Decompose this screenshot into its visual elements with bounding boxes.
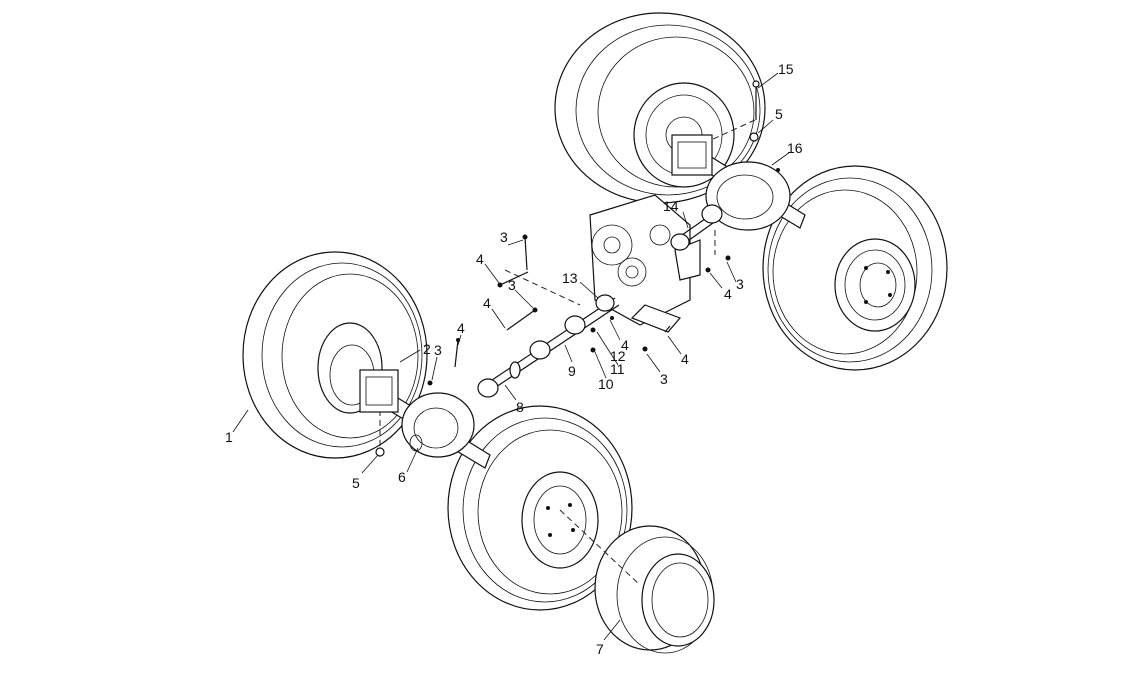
callout-11: 11 — [610, 361, 625, 377]
rear-driveshaft — [477, 294, 620, 398]
leader-lines — [232, 72, 791, 641]
wheel-bottom — [447, 405, 633, 611]
callout-4: 4 — [681, 351, 689, 367]
callout-6: 6 — [398, 469, 406, 485]
callout-4: 4 — [476, 251, 484, 267]
callout-7: 7 — [596, 641, 604, 657]
callout-15: 15 — [778, 61, 794, 77]
callout-4: 4 — [457, 320, 465, 336]
callout-4: 4 — [724, 286, 732, 302]
wheel-right — [762, 165, 948, 371]
callout-3: 3 — [736, 276, 744, 292]
front-driveshaft — [670, 204, 723, 251]
callout-1: 1 — [225, 429, 233, 445]
callout-3: 3 — [500, 229, 508, 245]
callout-10: 10 — [598, 376, 614, 392]
callout-5: 5 — [352, 475, 360, 491]
callout-12: 12 — [610, 348, 626, 364]
callout-5: 5 — [775, 106, 783, 122]
callout-2: 2 — [423, 341, 431, 357]
callout-8: 8 — [516, 399, 524, 415]
callout-3: 3 — [508, 277, 516, 293]
callout-16: 16 — [787, 140, 803, 156]
callout-4: 4 — [483, 295, 491, 311]
callout-3: 3 — [434, 342, 442, 358]
callout-labels: 1 2 3 4 3 4 3 4 5 6 7 8 9 10 11 12 4 13 … — [225, 61, 803, 657]
lower-axle-housing — [359, 369, 491, 469]
hardware — [375, 80, 760, 457]
wheel-left — [242, 251, 428, 459]
callout-14: 14 — [663, 198, 679, 214]
callout-4: 4 — [621, 337, 629, 353]
upper-axle-housing — [671, 134, 806, 231]
callout-3: 3 — [660, 371, 668, 387]
callout-9: 9 — [568, 363, 576, 379]
callout-13: 13 — [562, 270, 578, 286]
rim-part — [594, 525, 715, 654]
